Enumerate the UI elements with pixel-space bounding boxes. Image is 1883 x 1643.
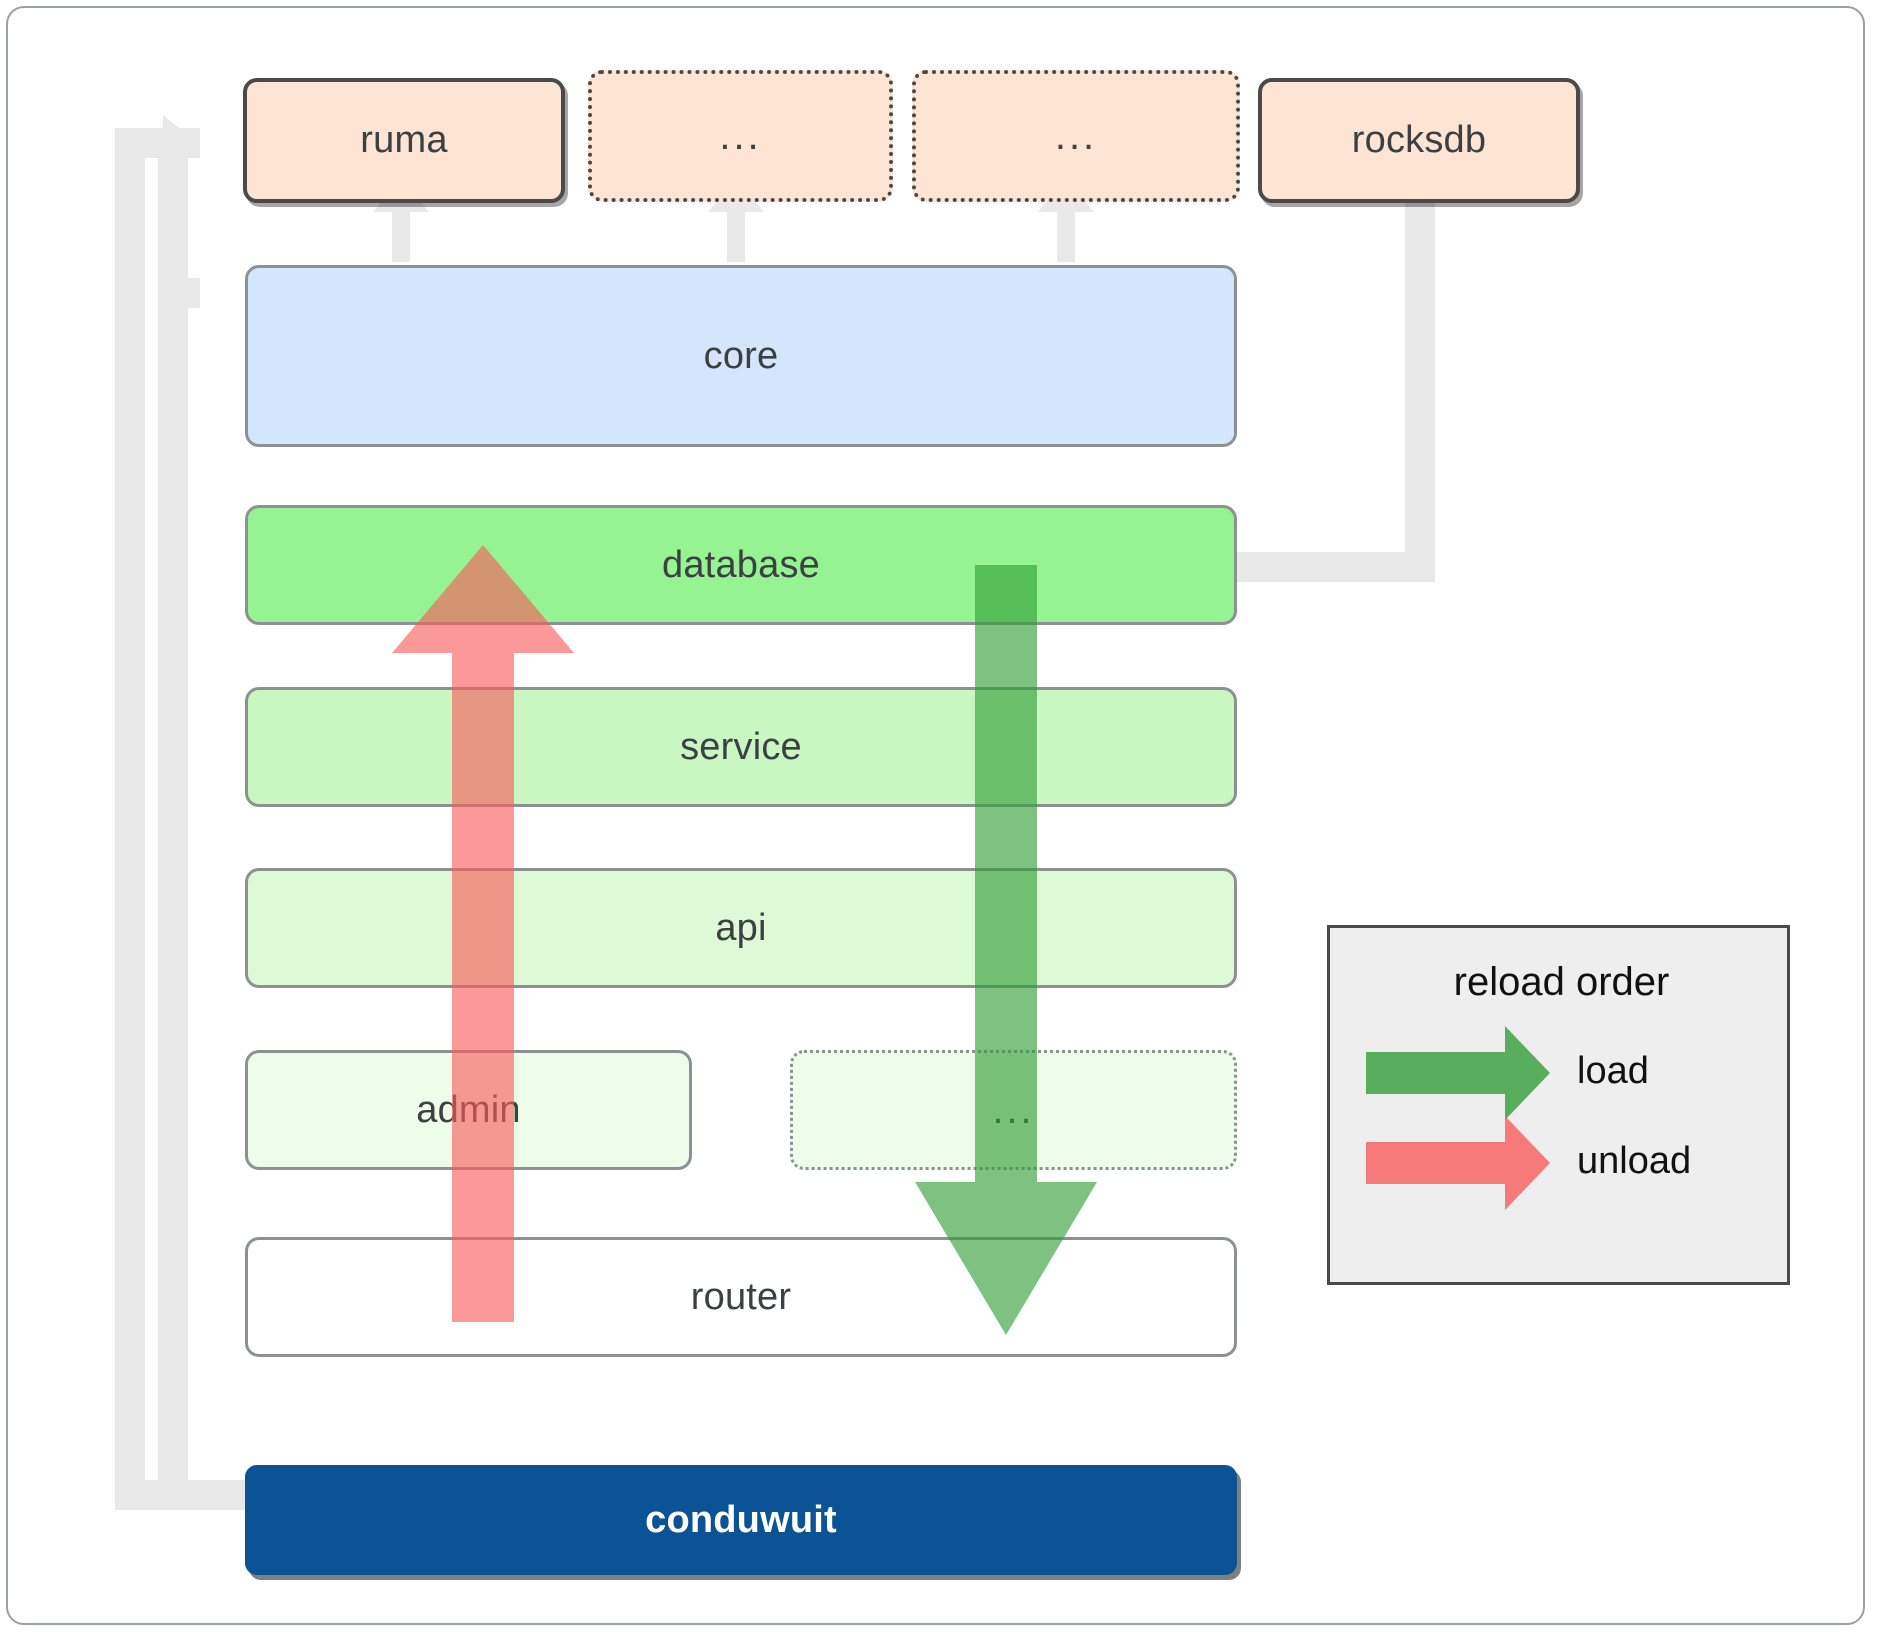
layer-node-admin[interactable]: admin: [245, 1050, 692, 1170]
layer-label-admin: admin: [416, 1088, 521, 1131]
application-label-conduwuit: conduwuit: [645, 1498, 837, 1541]
layer-label-api: api: [715, 906, 767, 949]
layer-label-service: service: [680, 725, 802, 768]
layer-node-database[interactable]: database: [245, 505, 1237, 625]
layer-label-database: database: [662, 543, 820, 586]
legend-title: reload order: [1453, 960, 1670, 1004]
application-node-conduwuit[interactable]: conduwuit: [245, 1465, 1237, 1575]
dependency-node-ruma[interactable]: ruma: [243, 78, 565, 203]
dependency-node-dots-1[interactable]: ...: [588, 70, 893, 202]
layer-node-router[interactable]: router: [245, 1237, 1237, 1357]
legend-arrows: [1366, 1026, 1550, 1210]
dependency-label-ruma: ruma: [360, 119, 448, 161]
legend-label-load: load: [1577, 1050, 1649, 1092]
layer-label-core: core: [703, 334, 779, 377]
connector-core-to-dots2-stem: [1057, 206, 1075, 262]
dependency-node-rocksdb[interactable]: rocksdb: [1258, 78, 1580, 203]
dependency-label-dots-2: ...: [1054, 114, 1098, 158]
layer-node-api[interactable]: api: [245, 868, 1237, 988]
layer-node-core[interactable]: core: [245, 265, 1237, 447]
connector-right-rail-vertical: [1405, 200, 1435, 582]
legend-unload-arrow-icon: [1366, 1116, 1550, 1210]
legend-load-arrow-icon: [1366, 1026, 1550, 1120]
layer-node-dots[interactable]: ...: [790, 1050, 1237, 1170]
layer-node-service[interactable]: service: [245, 687, 1237, 807]
dependency-node-dots-2[interactable]: ...: [912, 70, 1240, 202]
legend-panel: reload order load unload: [1327, 925, 1790, 1285]
layer-label-router: router: [690, 1275, 792, 1318]
diagram-frame: [6, 6, 1865, 1625]
connector-rail-sub-vertical: [158, 128, 188, 1510]
connector-arrow-to-core-icon: [163, 265, 197, 321]
dependency-label-rocksdb: rocksdb: [1351, 119, 1487, 161]
legend-label-unload: unload: [1577, 1140, 1692, 1182]
layer-label-dots: ...: [992, 1088, 1035, 1132]
dependency-label-dots-1: ...: [719, 114, 762, 158]
connector-rail-vertical: [115, 128, 145, 1510]
connector-core-to-ruma-stem: [392, 206, 410, 262]
connector-core-to-dots1-stem: [727, 206, 745, 262]
